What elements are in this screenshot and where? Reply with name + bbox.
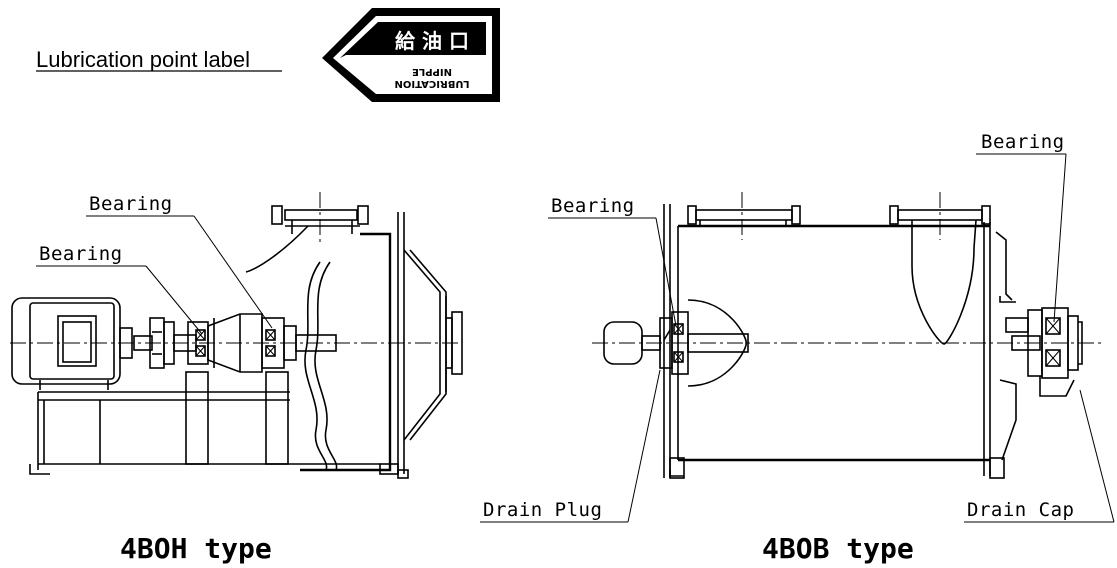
support-leg-1 [185,371,209,465]
callout-bearing-left: Bearing [551,195,635,217]
callout-leader-5 [627,369,661,523]
coupling-icon [133,317,197,369]
motor-icon [11,297,133,390]
left-bearing-unit [659,204,749,479]
mixer-drum-2 [677,192,1017,479]
plate-bottom-text-2: NIPPLE [412,66,452,77]
base-frame [29,391,380,475]
right-bearing-unit [1005,307,1083,397]
support-leg-2 [265,371,289,465]
callout-bearing-lower: Bearing [39,243,123,265]
callout-bearing-right: Bearing [981,131,1065,153]
header: Lubrication point label 給 油 口 LUBRICATIO… [36,8,500,102]
diagram-title-4bob: 4BOB type [762,532,914,565]
callout-bearing-upper: Bearing [89,193,173,215]
callout-leader-6 [1079,389,1115,523]
plate-top-text: 給 油 口 [395,29,469,53]
diagram-4boh: Bearing Bearing 4BOH type [10,192,463,565]
bearing-housing-2 [261,317,297,369]
lubrication-plate-icon: 給 油 口 LUBRICATION NIPPLE [322,8,500,102]
callout-leader-2 [145,265,203,335]
lubrication-label-caption: Lubrication point label [36,47,250,72]
diagram-title-4boh: 4BOH type [120,532,272,565]
plate-bottom-text-1: LUBRICATION [395,78,470,89]
diagram-4bob: Bearing Bearing Drain Plug Drain Cap 4BO… [480,131,1115,565]
callout-drain-plug: Drain Plug [483,499,602,521]
callout-leader-1 [193,215,273,329]
mixer-drum [245,192,463,479]
callout-leader-4 [1053,153,1067,323]
callout-leader-3 [655,217,677,327]
callout-drain-cap: Drain Cap [967,499,1074,521]
bearing-housing-1 [187,321,209,365]
